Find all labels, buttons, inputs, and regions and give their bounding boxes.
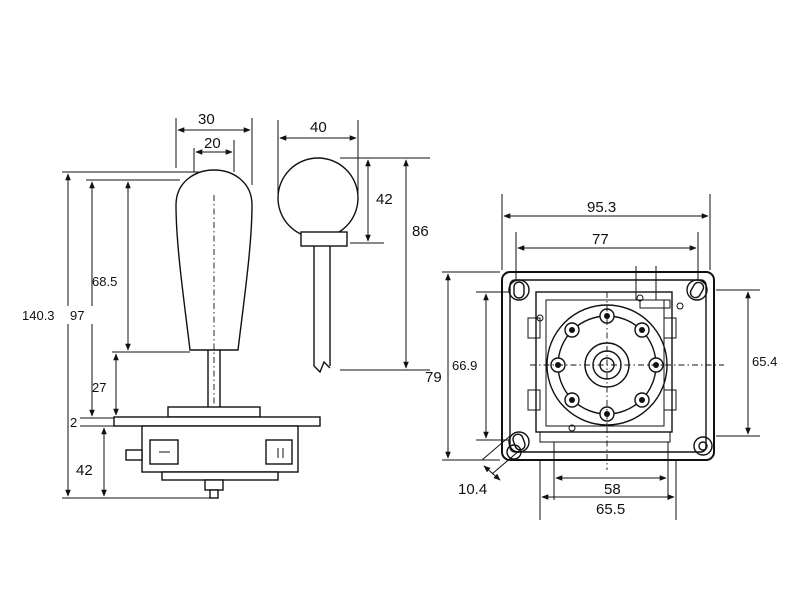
dim-label-65-5: 65.5: [596, 501, 625, 518]
joystick-side-view: 30 20 140.3 97 68.5 27 2 42: [22, 111, 321, 500]
dim-label-42-ball: 42: [376, 191, 393, 208]
dim-label-42-base: 42: [76, 462, 93, 479]
dim-label-2: 2: [70, 415, 77, 430]
mounting-plate: [113, 416, 321, 427]
dust-washer: [167, 406, 261, 418]
dim-label-77: 77: [592, 231, 609, 248]
dim-label-58: 58: [604, 481, 621, 498]
dim-label-40: 40: [310, 119, 327, 136]
dim-label-66-9: 66.9: [452, 358, 477, 373]
dim-label-20: 20: [204, 135, 221, 152]
corner-hole-bl: [508, 431, 530, 453]
ball-collar: [300, 231, 348, 247]
dim-label-10-4: 10.4: [458, 481, 487, 498]
shaft-break: [313, 360, 331, 374]
ball-top: [277, 157, 359, 239]
ball-top-view: 40 42 86: [277, 119, 430, 374]
base-top-view: 95.3 77 79 66.9 65.4 10.4 58 65.5: [425, 194, 777, 520]
dim-label-95-3: 95.3: [587, 199, 616, 216]
dim-label-86: 86: [412, 223, 429, 240]
dim-label-30: 30: [198, 111, 215, 128]
bottom-plate: [161, 471, 279, 481]
dim-label-68-5: 68.5: [92, 274, 117, 289]
corner-hole-tl: [508, 279, 530, 301]
corner-hole-br: [693, 436, 713, 456]
bat-handle: [175, 169, 253, 351]
bottom-nut: [204, 479, 224, 491]
base-plate-outer: [501, 271, 715, 461]
dim-label-79: 79: [425, 369, 442, 386]
dim-label-27: 27: [92, 380, 106, 395]
dim-line-10-4: [483, 465, 501, 481]
corner-hole-bl2: [506, 444, 522, 460]
microswitch-right: [265, 439, 293, 465]
dim-label-97: 97: [70, 308, 84, 323]
dim-label-140-3: 140.3: [22, 308, 55, 323]
base-plate-inner: [509, 279, 707, 453]
dim-label-65-4: 65.4: [752, 354, 777, 369]
corner-hole-tr: [686, 279, 708, 301]
shaft-tip: [209, 489, 219, 499]
switch-tab-left: [125, 449, 143, 461]
